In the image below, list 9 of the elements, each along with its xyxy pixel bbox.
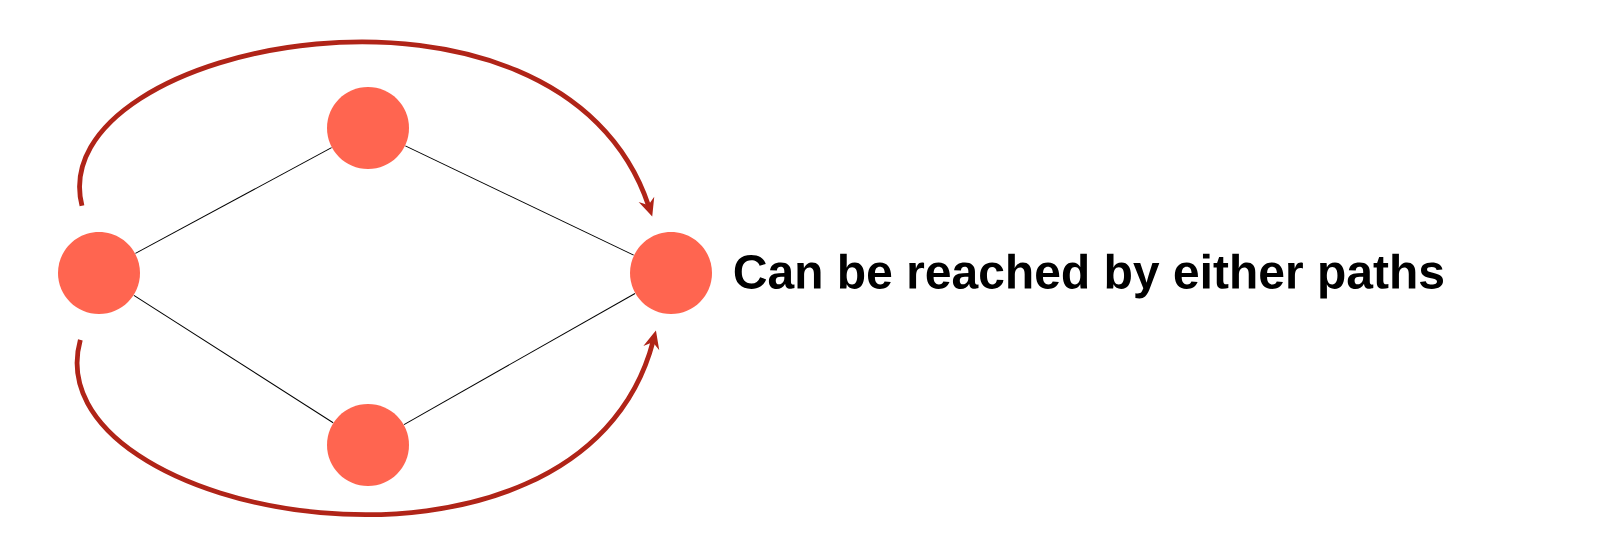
connector-line [133,294,334,424]
node-caption: Can be reached by either paths [734,253,1443,299]
circle-node [327,87,409,169]
connector-line [403,292,636,426]
circle-node [630,232,712,314]
connector-line [404,145,635,256]
circle-node [58,232,140,314]
connector-line [134,147,333,254]
circle-node [327,404,409,486]
